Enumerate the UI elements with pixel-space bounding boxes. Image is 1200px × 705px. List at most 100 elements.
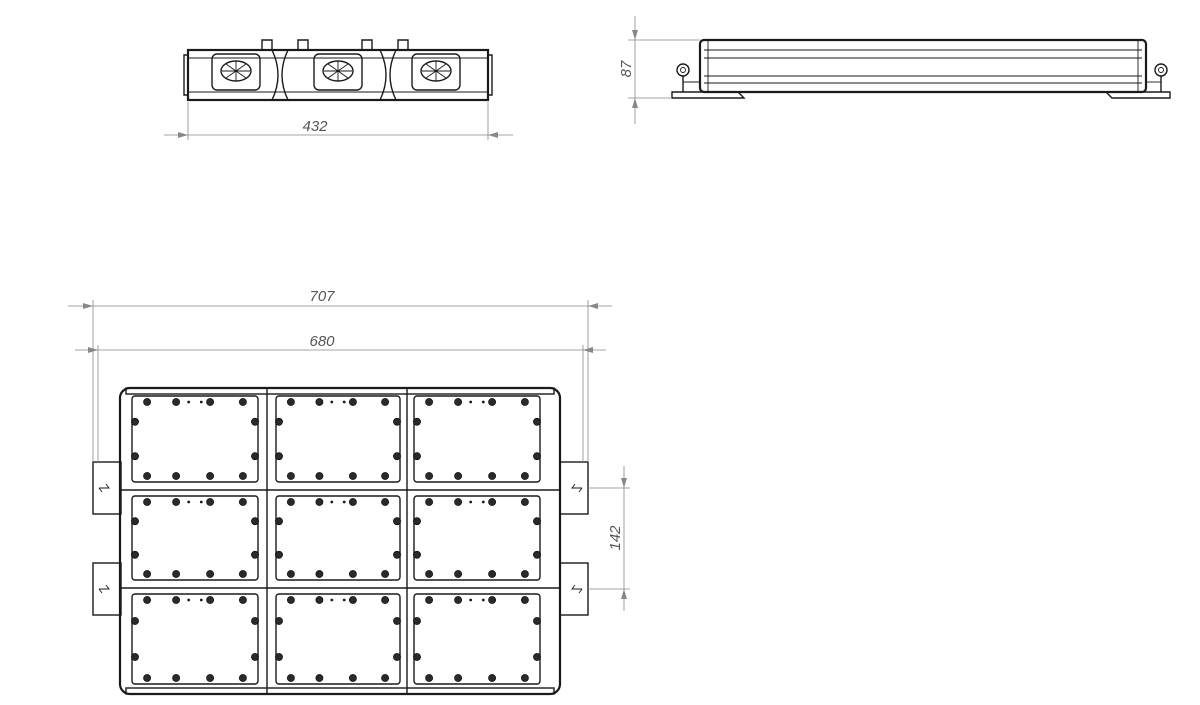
fastener-dot xyxy=(425,498,433,506)
front-lens-3 xyxy=(411,53,461,91)
center-mark xyxy=(187,400,191,404)
front-lens-2 xyxy=(313,53,363,91)
fastener-dot xyxy=(454,570,462,578)
fastener-dot xyxy=(425,596,433,604)
fastener-dot xyxy=(286,498,295,506)
fastener-dot xyxy=(454,472,462,480)
top-view: 707 680 142 xyxy=(68,288,630,696)
fastener-dot xyxy=(275,517,283,526)
fastener-dot xyxy=(315,674,324,682)
fastener-dot xyxy=(131,617,139,625)
fastener-dot xyxy=(381,398,389,406)
fastener-dot xyxy=(533,417,541,426)
fastener-dot xyxy=(315,570,324,578)
side-foot-right xyxy=(1104,91,1171,99)
fastener-dot xyxy=(348,498,357,506)
dim-label-overall-width: 707 xyxy=(309,288,335,305)
led-module-1 xyxy=(131,395,259,483)
fastener-dot xyxy=(381,498,389,506)
fastener-dot xyxy=(172,570,180,578)
fastener-dot xyxy=(143,674,151,682)
fastener-dot xyxy=(521,596,529,604)
fastener-dot xyxy=(315,596,324,604)
fastener-dot xyxy=(172,674,180,682)
fastener-dot xyxy=(286,472,295,480)
led-module-grid xyxy=(131,395,541,685)
fastener-dot xyxy=(315,472,324,480)
fastener-dot xyxy=(413,653,421,661)
fastener-dot xyxy=(315,398,324,406)
center-mark xyxy=(481,500,485,504)
top-view-frame xyxy=(118,386,562,696)
side-foot-left xyxy=(671,91,746,99)
led-module-8 xyxy=(275,593,401,685)
fastener-dot xyxy=(425,570,433,578)
mount-bracket-left-upper xyxy=(92,461,122,515)
fastener-dot xyxy=(315,498,324,506)
fastener-dot xyxy=(251,417,259,426)
led-module-3 xyxy=(413,395,541,483)
center-mark xyxy=(199,400,203,404)
fastener-dot xyxy=(131,517,139,526)
fastener-dot xyxy=(172,596,180,604)
led-module-5 xyxy=(275,495,401,581)
fastener-dot xyxy=(275,550,283,559)
fastener-dot xyxy=(206,498,214,506)
fastener-dot xyxy=(425,398,433,406)
fastener-dot xyxy=(131,653,139,661)
fastener-dot xyxy=(533,617,541,625)
fastener-dot xyxy=(454,498,462,506)
led-module-6 xyxy=(413,495,541,581)
front-view-body xyxy=(186,48,490,102)
center-mark xyxy=(199,598,203,602)
fastener-dot xyxy=(488,398,496,406)
fastener-dot xyxy=(413,550,421,559)
dim-label-front-width: 432 xyxy=(302,118,328,135)
front-view: 432 xyxy=(164,39,513,140)
fastener-dot xyxy=(413,517,421,526)
fastener-dot xyxy=(454,398,462,406)
fastener-dot xyxy=(381,472,389,480)
fastener-dot xyxy=(143,596,151,604)
fastener-dot xyxy=(533,550,541,559)
fastener-dot xyxy=(286,596,295,604)
fastener-dot xyxy=(172,498,180,506)
fastener-dot xyxy=(381,570,389,578)
fastener-dot xyxy=(488,498,496,506)
fastener-dot xyxy=(143,498,151,506)
fastener-dot xyxy=(206,398,214,406)
fastener-dot xyxy=(521,674,529,682)
fastener-dot xyxy=(172,398,180,406)
fastener-dot xyxy=(275,653,283,661)
fastener-dot xyxy=(454,674,462,682)
fastener-dot xyxy=(413,417,421,426)
fastener-dot xyxy=(488,596,496,604)
fastener-dot xyxy=(206,472,214,480)
center-mark xyxy=(330,500,334,504)
fastener-dot xyxy=(251,452,259,461)
fastener-dot xyxy=(348,398,357,406)
fastener-dot xyxy=(488,570,496,578)
fastener-dot xyxy=(286,674,295,682)
led-module-7 xyxy=(131,593,259,685)
center-mark xyxy=(187,598,191,602)
fastener-dot xyxy=(425,674,433,682)
center-mark xyxy=(187,500,191,504)
center-mark xyxy=(469,598,473,602)
mount-bracket-right-upper xyxy=(559,461,589,515)
fastener-dot xyxy=(238,570,247,578)
side-view: 87 xyxy=(618,16,1171,124)
fastener-dot xyxy=(275,417,283,426)
fastener-dot xyxy=(381,674,389,682)
fastener-dot xyxy=(348,570,357,578)
fastener-dot xyxy=(172,472,180,480)
fastener-dot xyxy=(533,452,541,461)
fastener-dot xyxy=(381,596,389,604)
eye-bolt-left xyxy=(676,63,700,92)
fastener-dot xyxy=(348,596,357,604)
fastener-dot xyxy=(393,417,401,426)
center-mark xyxy=(330,400,334,404)
led-module-2 xyxy=(275,395,401,483)
fastener-dot xyxy=(275,617,283,625)
fastener-dot xyxy=(425,472,433,480)
